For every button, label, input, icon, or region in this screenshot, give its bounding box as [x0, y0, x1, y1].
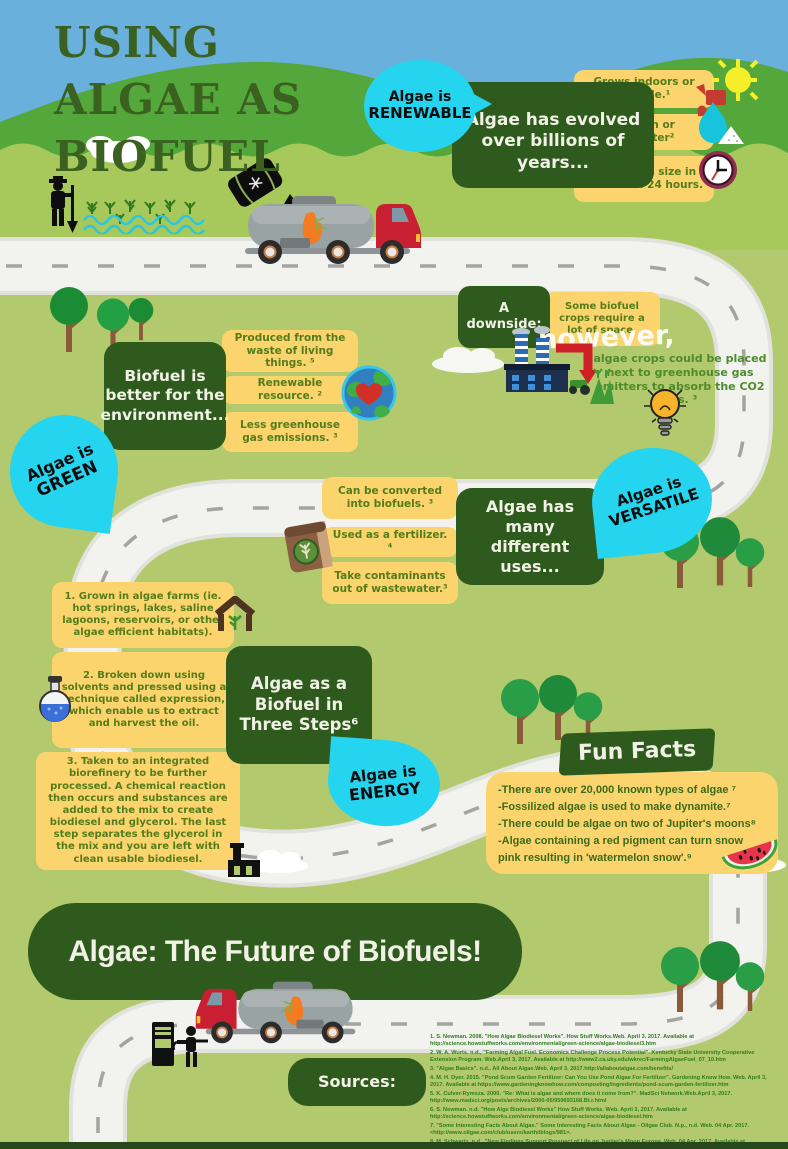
fact-less-ghg: Less greenhouse gas emissions. ³: [222, 412, 358, 452]
refinery-icon: [228, 843, 260, 877]
fun-fact-item: -Fossilized algae is used to make dynami…: [498, 801, 731, 814]
fun-fact-item: -There could be algae on two of Jupiter'…: [498, 818, 756, 831]
lightbulb-icon: [644, 389, 686, 436]
tree-icon: [661, 941, 765, 1012]
sources-box: Sources:: [288, 1058, 426, 1106]
cloud-icon: [86, 136, 150, 163]
bubble-renewable-tail: [470, 92, 492, 116]
fact-converted-biofuels: Can be converted into biofuels. ³: [322, 477, 458, 519]
earth-heart-icon: [341, 365, 397, 421]
fun-fact-item: -There are over 20,000 known types of al…: [498, 784, 737, 796]
fact-wastewater: Take contaminants out of wastewater.³: [322, 562, 458, 604]
title-line-1: USING: [54, 18, 220, 67]
farmer-icon: [49, 176, 205, 234]
bubble-renewable-line2: RENEWABLE: [368, 104, 472, 123]
fact-renewable-resource: Renewable resource. ²: [222, 376, 358, 404]
steps-title-text: Algae as a Biofuel in Three Steps⁶: [239, 674, 359, 735]
fertilizer-bag-icon: [284, 520, 333, 573]
poster-title: USING ALGAE AS BIOFUEL: [54, 14, 302, 185]
step-1-text: 1. Grown in algae farms (ie. hot springs…: [62, 590, 224, 639]
fact-renewable-resource-text: Renewable resource. ²: [257, 377, 323, 402]
source-item: 2. W. A. Wurts. n.d., "Farming Algal Fue…: [430, 1049, 755, 1063]
fact-waste-living-text: Produced from the waste of living things…: [234, 331, 346, 370]
main-banner: Algae: The Future of Biofuels!: [28, 903, 522, 1000]
sources-label: Sources:: [317, 1072, 397, 1091]
step-2-text: 2. Broken down using solvents and presse…: [61, 669, 227, 730]
source-item: 3. "Algae Basics". n.d.. All About Algae…: [430, 1065, 674, 1072]
tanker-truck-icon: [244, 195, 422, 265]
fact-fertilizer-text: Used as a fertilizer. ⁴: [332, 529, 448, 554]
source-item: 5. K. Culver-Rymsza. 2000. "Re: What is …: [430, 1090, 733, 1104]
uses-statement-box: Algae has many different uses...: [456, 488, 604, 585]
fact-wastewater-text: Take contaminants out of wastewater.³: [332, 570, 448, 595]
source-item: 1. S. Newman. 2008. "How Algae Biodiesel…: [430, 1034, 695, 1047]
fact-less-ghg-text: Less greenhouse gas emissions. ³: [240, 419, 340, 444]
environment-statement-text: Biofuel is better for the environment...: [100, 366, 230, 424]
environment-statement-box: Biofuel is better for the environment...: [100, 342, 230, 450]
cloud-icon: [432, 347, 504, 373]
fact-fertilizer: Used as a fertilizer. ⁴: [322, 527, 458, 557]
step-3-text: 3. Taken to an integrated biorefinery to…: [48, 756, 228, 865]
bubble-algae-is-renewable: Algae is RENEWABLE: [364, 60, 476, 152]
factory-icon: [504, 326, 614, 404]
source-item: 6. S. Newman. n.d. "How Alge Biodiesel W…: [430, 1106, 687, 1120]
title-line-2: ALGAE AS: [54, 75, 303, 124]
fun-fact-item: -Algae containing a red pigment can turn…: [498, 835, 744, 865]
bubble-renewable-line1: Algae is: [388, 88, 452, 105]
gas-pump-icon: [152, 1022, 208, 1067]
fun-facts-box: -There are over 20,000 known types of al…: [486, 772, 778, 874]
fact-converted-biofuels-text: Can be converted into biofuels. ³: [338, 485, 442, 510]
downside-detail-text: algae crops could be placed next to gree…: [593, 352, 767, 407]
title-line-3: BIOFUEL: [54, 132, 281, 181]
fun-facts-title: Fun Facts: [577, 737, 697, 767]
tractor-field-icon: [569, 368, 614, 404]
uses-statement-text: Algae has many different uses...: [485, 496, 575, 576]
renewable-statement-text: Algae has evolved over billions of years…: [465, 110, 641, 173]
tanker-truck-icon: [190, 978, 362, 1050]
sources-list: 1. S. Newman. 2008. "How Algae Biodiesel…: [430, 1034, 782, 1149]
greenhouse-icon: [214, 596, 256, 631]
downside-note-box: Some biofuel crops require a lot of spac…: [544, 292, 660, 346]
sun-watering-icon: [696, 59, 759, 116]
step-2-box: 2. Broken down using solvents and presse…: [52, 652, 236, 748]
clock-icon: [699, 151, 737, 189]
water-drop-salt-icon: [699, 102, 744, 144]
cloud-icon: [250, 850, 308, 873]
bottom-edge-bar: [0, 1142, 788, 1149]
fact-waste-living: Produced from the waste of living things…: [222, 330, 358, 372]
source-item: 4. M. H. Dyer. 2015. "Pond Scum Garden F…: [430, 1074, 767, 1088]
downside-note-text: Some biofuel crops require a lot of spac…: [559, 300, 645, 337]
source-item: 7. "Some Interesting Facts About Algae."…: [430, 1122, 750, 1136]
main-banner-text: Algae: The Future of Biofuels!: [68, 934, 482, 968]
flask-icon: [39, 676, 71, 722]
step-3-box: 3. Taken to an integrated biorefinery to…: [36, 752, 240, 870]
fun-facts-banner: Fun Facts: [558, 728, 716, 776]
step-1-box: 1. Grown in algae farms (ie. hot springs…: [52, 582, 234, 648]
watermelon-icon: [721, 839, 778, 870]
